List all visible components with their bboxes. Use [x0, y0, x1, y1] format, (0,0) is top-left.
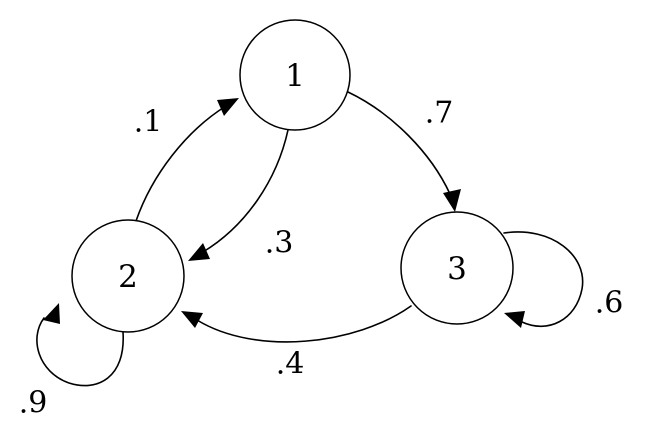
edge-1-to-2[interactable]: .3 [188, 129, 294, 261]
edge-label-3-to-2: .4 [276, 347, 305, 382]
edge-label-2-to-2: .9 [19, 386, 48, 421]
edge-3-to-2[interactable]: .4 [181, 305, 412, 382]
edge-label-2-to-1: .1 [134, 105, 163, 140]
node-3[interactable]: 3 [400, 211, 514, 325]
edge-2-to-1[interactable]: .1 [134, 98, 239, 222]
edge-2-to-2-loop-path [36, 317, 124, 387]
edge-label-1-to-2: .3 [265, 226, 294, 261]
edge-3-to-2-path [196, 305, 412, 343]
edge-1-to-3-path [347, 91, 451, 195]
node-3-label: 3 [447, 251, 467, 287]
edge-1-to-3[interactable]: .7 [347, 91, 461, 212]
edge-2-to-2-self-loop[interactable]: .9 [19, 303, 124, 421]
node-2-label: 2 [118, 259, 138, 295]
edge-label-3-to-3: .6 [595, 286, 624, 321]
edge-2-to-1-arrowhead [217, 98, 239, 116]
edge-3-to-3-arrowhead [504, 311, 525, 328]
edge-2-to-2-arrowhead [43, 303, 60, 324]
node-1-circle [239, 19, 351, 131]
node-3-circle [400, 211, 514, 325]
node-2[interactable]: 2 [71, 219, 185, 333]
node-1[interactable]: 1 [239, 19, 351, 131]
edge-3-to-3-loop-path [503, 231, 584, 327]
edge-1-to-2-arrowhead [188, 243, 210, 261]
edge-2-to-1-path [135, 105, 227, 222]
edge-3-to-2-arrowhead [181, 311, 203, 328]
edge-1-to-2-path [202, 129, 289, 253]
edge-1-to-3-arrowhead [443, 189, 461, 212]
node-1-label: 1 [285, 58, 305, 94]
node-2-circle [71, 219, 185, 333]
edge-3-to-3-self-loop[interactable]: .6 [503, 231, 624, 328]
edge-label-1-to-3: .7 [425, 96, 454, 131]
